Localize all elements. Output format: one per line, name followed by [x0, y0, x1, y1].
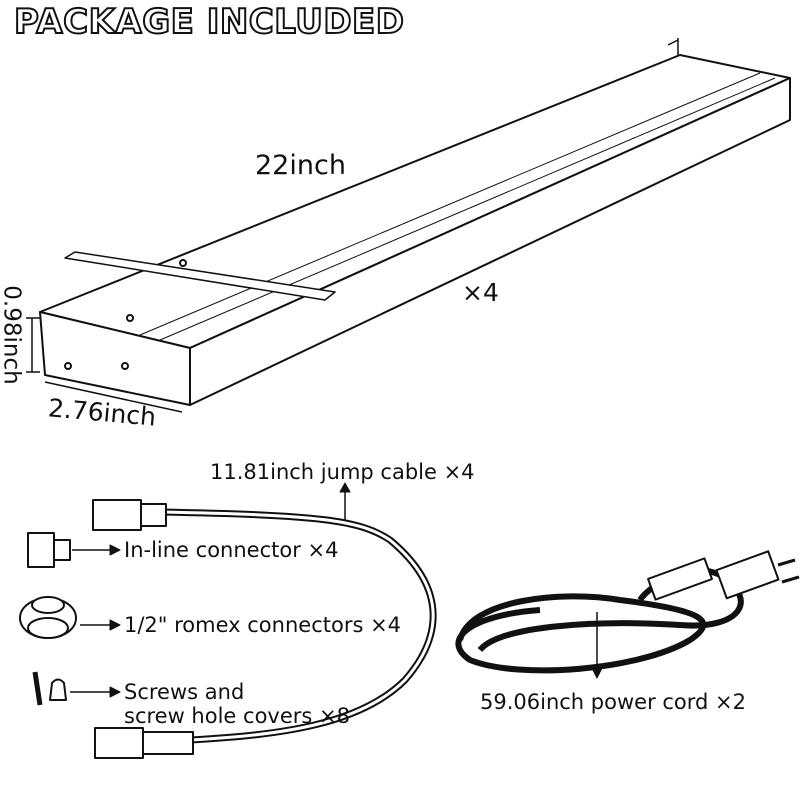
light-bar-fixture	[39, 54, 791, 406]
inline-connector-label: In-line connector ×4	[124, 538, 339, 562]
romex-connector-label: 1/2" romex connectors ×4	[124, 613, 402, 637]
screw-and-cover	[32, 671, 121, 706]
quantity-label: ×4	[462, 278, 499, 307]
screws-label-line1: Screws and	[124, 680, 245, 704]
length-label: 22inch	[255, 150, 346, 181]
page-title: PACKAGE INCLUDED	[13, 1, 405, 43]
height-label: 0.98inch	[0, 285, 25, 385]
in-line-connector	[27, 532, 121, 568]
jump-cable-label: 11.81inch jump cable ×4	[210, 460, 475, 484]
dimension-lines	[26, 38, 679, 413]
power-cord	[455, 550, 800, 679]
romex-connector	[19, 596, 121, 639]
screws-label-line2: screw hole covers ×8	[124, 704, 350, 728]
jump-cable	[92, 482, 437, 759]
power-cord-label: 59.06inch power cord ×2	[480, 690, 746, 714]
